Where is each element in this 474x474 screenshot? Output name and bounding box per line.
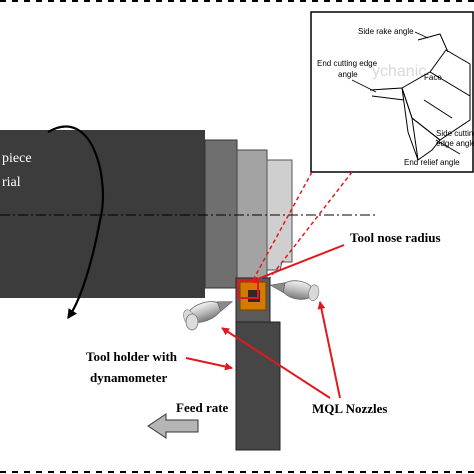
inset-frame <box>310 11 474 173</box>
inset-end-cutting-edge-2: angle <box>338 70 358 79</box>
inset-face: Face <box>424 73 442 82</box>
workpiece-label-1: piece <box>2 151 32 166</box>
workpiece-label-2: rial <box>2 175 21 190</box>
inset-side-cutting-1: Side cutting <box>436 129 474 138</box>
tool-holder <box>235 277 281 451</box>
inset-watermark: ychanic <box>372 63 426 80</box>
tool-nose-highlight <box>237 279 259 299</box>
label-tool-holder-2: dynamometer <box>90 370 167 385</box>
tool-sketch <box>369 33 471 161</box>
feed-rate-arrow <box>147 413 199 439</box>
tool-geometry-inset: ychanic Side rake angle End cutting edge… <box>310 11 474 173</box>
workpiece-step-2 <box>236 149 268 279</box>
workpiece-step-1 <box>204 139 238 289</box>
arrow-mql-right <box>317 301 341 399</box>
label-tool-holder-1: Tool holder with <box>86 349 178 364</box>
inset-side-cutting-2: edge angle <box>436 139 474 148</box>
rotation-arrow <box>47 125 105 320</box>
inset-end-cutting-edge-1: End cutting edge <box>317 59 378 68</box>
label-mql-nozzles: MQL Nozzles <box>312 401 387 416</box>
arrow-mql-left <box>221 327 331 399</box>
inset-side-rake-angle: Side rake angle <box>358 27 414 36</box>
mql-nozzle-left-tail <box>185 313 199 331</box>
inset-leader-end-cutting <box>351 79 377 93</box>
projection-line-right <box>261 171 353 289</box>
arrow-tool-nose-radius <box>249 244 345 284</box>
inset-end-relief-angle: End relief angle <box>404 158 460 167</box>
label-feed-rate: Feed rate <box>176 400 229 415</box>
tool-holder-body <box>235 321 281 451</box>
inset-leader-side-rake <box>414 31 429 39</box>
arrow-tool-holder <box>185 357 233 371</box>
mql-nozzle-right <box>269 280 320 302</box>
label-tool-nose-radius: Tool nose radius <box>350 230 441 245</box>
